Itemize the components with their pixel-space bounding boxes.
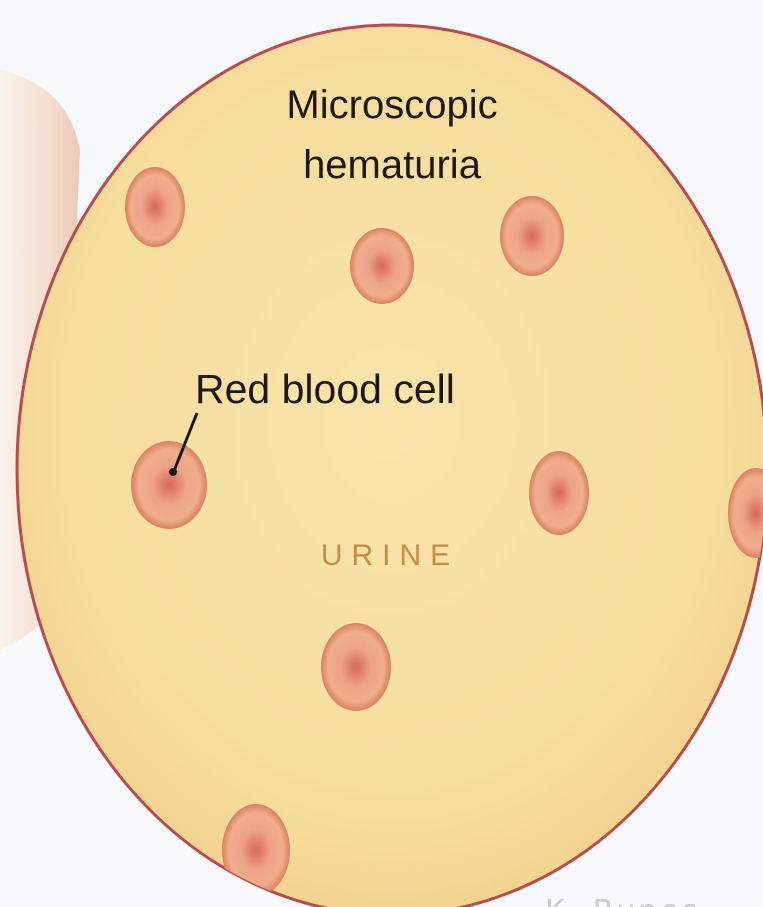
red-blood-cell	[500, 196, 564, 276]
red-blood-cell	[529, 451, 589, 535]
red-blood-cell	[125, 167, 185, 247]
red-blood-cell	[321, 623, 391, 711]
figure-title-line-2: hematuria	[303, 143, 482, 187]
red-blood-cell-label: Red blood cell	[195, 366, 455, 412]
red-blood-cell	[350, 228, 414, 304]
urine-label: URINE	[321, 539, 459, 572]
figure-title-line-1: Microscopic	[286, 83, 497, 127]
illustrator-signature: K. Bunes	[545, 894, 700, 907]
red-blood-cell	[222, 804, 290, 896]
callout-leader-dot	[169, 468, 177, 476]
red-blood-cell	[131, 441, 207, 529]
